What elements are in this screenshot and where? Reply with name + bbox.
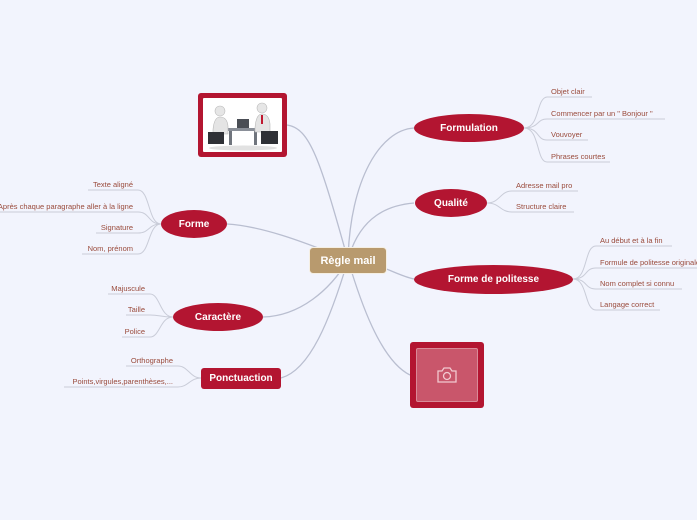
meeting-icon bbox=[208, 102, 278, 151]
central-topic[interactable]: Règle mail bbox=[309, 247, 387, 274]
subtopic-paragraphe-ligne[interactable]: Après chaque paragraphe aller à la ligne bbox=[0, 202, 133, 211]
subtopic-phrases-courtes[interactable]: Phrases courtes bbox=[551, 152, 606, 161]
topic-caractere[interactable]: Caractère bbox=[173, 303, 263, 331]
subtopic-police[interactable]: Police bbox=[124, 327, 145, 336]
subtopic-objet-clair[interactable]: Objet clair bbox=[551, 87, 585, 96]
meeting-illustration bbox=[203, 98, 282, 152]
subtopic-majuscule[interactable]: Majuscule bbox=[111, 284, 145, 293]
subtopic-taille[interactable]: Taille bbox=[127, 305, 145, 314]
subtopic-formule-de-politesse[interactable]: Formule de politesse originale bbox=[600, 258, 697, 267]
subtopic-orthographe[interactable]: Orthographe bbox=[130, 356, 173, 365]
topic-forme[interactable]: Forme bbox=[161, 210, 227, 238]
subtopic-au-debut-et-a-la-fin[interactable]: Au début et à la fin bbox=[600, 236, 663, 245]
topic-ponctuaction[interactable]: Ponctuaction bbox=[201, 368, 281, 389]
subtopic-adresse-mail-pro[interactable]: Adresse mail pro bbox=[516, 181, 573, 190]
subtopic-structure-claire[interactable]: Structure claire bbox=[516, 202, 567, 211]
business-meeting-image[interactable] bbox=[198, 93, 287, 157]
subtopic-signature[interactable]: Signature bbox=[100, 223, 133, 232]
subtopic-vouvoyer[interactable]: Vouvoyer bbox=[551, 130, 583, 139]
topic-qualite[interactable]: Qualité bbox=[415, 189, 487, 217]
photo-placeholder-frame bbox=[416, 348, 478, 402]
subtopic-texte-aligne[interactable]: Texte aligné bbox=[92, 180, 133, 189]
photo-placeholder[interactable] bbox=[410, 342, 484, 408]
subtopic-nom-complet[interactable]: Nom complet si connu bbox=[600, 279, 675, 288]
topic-formulation[interactable]: Formulation bbox=[414, 114, 524, 142]
topic-forme-de-politesse[interactable]: Forme de politesse bbox=[414, 265, 573, 294]
camera-icon bbox=[437, 367, 457, 383]
subtopic-commencer-bonjour[interactable]: Commencer par un " Bonjour " bbox=[551, 109, 653, 118]
subtopic-nom-prenom[interactable]: Nom, prénom bbox=[87, 244, 133, 253]
subtopic-points-virgules[interactable]: Points,virgules,parenthèses,... bbox=[72, 377, 173, 386]
subtopic-langage-correct[interactable]: Langage correct bbox=[600, 300, 655, 309]
